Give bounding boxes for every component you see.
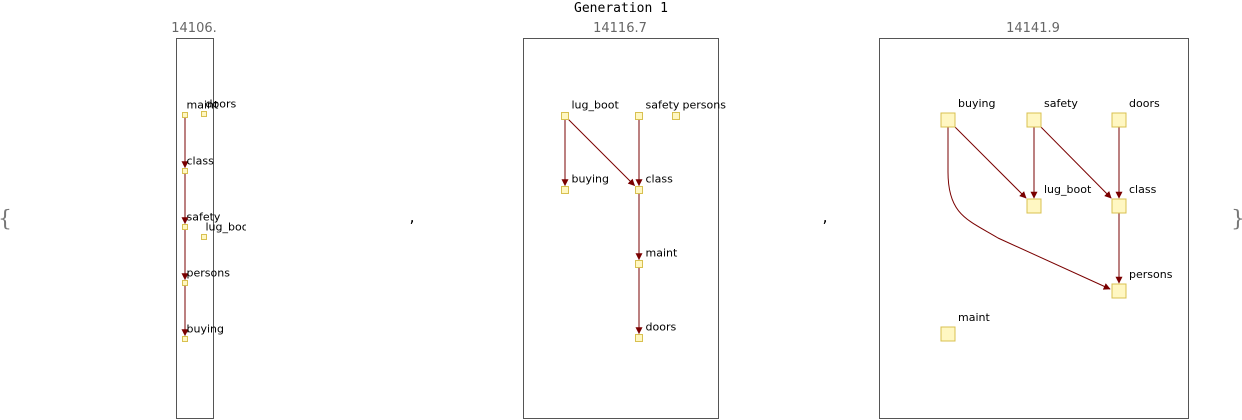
node-label-class: class xyxy=(1129,183,1157,196)
node-label-maint: maint xyxy=(187,99,219,112)
node-persons xyxy=(1111,283,1127,299)
graph-score-2: 14116.7 xyxy=(593,21,647,36)
graph-score-1: 14106. xyxy=(171,21,217,36)
node-safety xyxy=(182,224,188,230)
node-label-buying: buying xyxy=(958,97,995,110)
node-label-maint: maint xyxy=(958,311,990,324)
node-label-lug_boot: lug_boot xyxy=(1044,183,1092,196)
node-label-safety: safety xyxy=(646,99,680,112)
node-class xyxy=(1111,198,1127,214)
node-maint xyxy=(182,112,188,118)
node-maint xyxy=(635,260,643,268)
edge-buying-to-persons xyxy=(947,127,1111,290)
node-label-doors: doors xyxy=(1129,97,1160,110)
node-doors xyxy=(201,111,207,117)
node-label-lug_boot: lug_boot xyxy=(206,221,254,234)
node-lug_boot xyxy=(201,234,207,240)
node-label-class: class xyxy=(187,155,215,168)
node-label-safety: safety xyxy=(187,211,221,224)
node-doors xyxy=(635,334,643,342)
node-safety xyxy=(1026,112,1042,128)
node-buying xyxy=(182,336,188,342)
node-label-buying: buying xyxy=(572,173,609,186)
close-brace: } xyxy=(1231,207,1242,232)
node-buying xyxy=(561,186,569,194)
edge-buying-to-lug_boot xyxy=(947,119,1027,199)
node-label-doors: doors xyxy=(206,98,237,111)
node-class xyxy=(635,186,643,194)
node-label-persons: persons xyxy=(187,267,231,280)
node-persons xyxy=(182,280,188,286)
node-lug_boot xyxy=(1026,198,1042,214)
node-label-doors: doors xyxy=(646,321,677,334)
separator-comma-2: , xyxy=(822,207,827,226)
graph-frame-3 xyxy=(879,38,1189,419)
graph-frame-1 xyxy=(176,38,214,419)
node-label-lug_boot: lug_boot xyxy=(572,99,620,112)
node-label-maint: maint xyxy=(646,247,678,260)
node-buying xyxy=(940,112,956,128)
node-maint xyxy=(940,326,956,342)
node-label-buying: buying xyxy=(187,323,224,336)
graph-panel-3: 14141.9 buying safety doors lug_boot class pe… xyxy=(879,21,1189,419)
open-brace: { xyxy=(0,207,12,232)
graph-score-3: 14141.9 xyxy=(1006,21,1060,36)
node-label-class: class xyxy=(646,173,674,186)
edge-lug_boot-to-class xyxy=(564,115,635,186)
figure-title: Generation 1 xyxy=(574,1,668,16)
node-doors xyxy=(1111,112,1127,128)
node-class xyxy=(182,168,188,174)
node-lug_boot xyxy=(561,112,569,120)
node-label-persons: persons xyxy=(683,99,727,112)
graph-frame-2 xyxy=(523,38,719,419)
node-safety xyxy=(635,112,643,120)
node-label-safety: safety xyxy=(1044,97,1078,110)
node-persons xyxy=(672,112,680,120)
node-label-persons: persons xyxy=(1129,268,1173,281)
edge-safety-to-class xyxy=(1033,119,1112,199)
separator-comma-1: , xyxy=(409,207,414,226)
